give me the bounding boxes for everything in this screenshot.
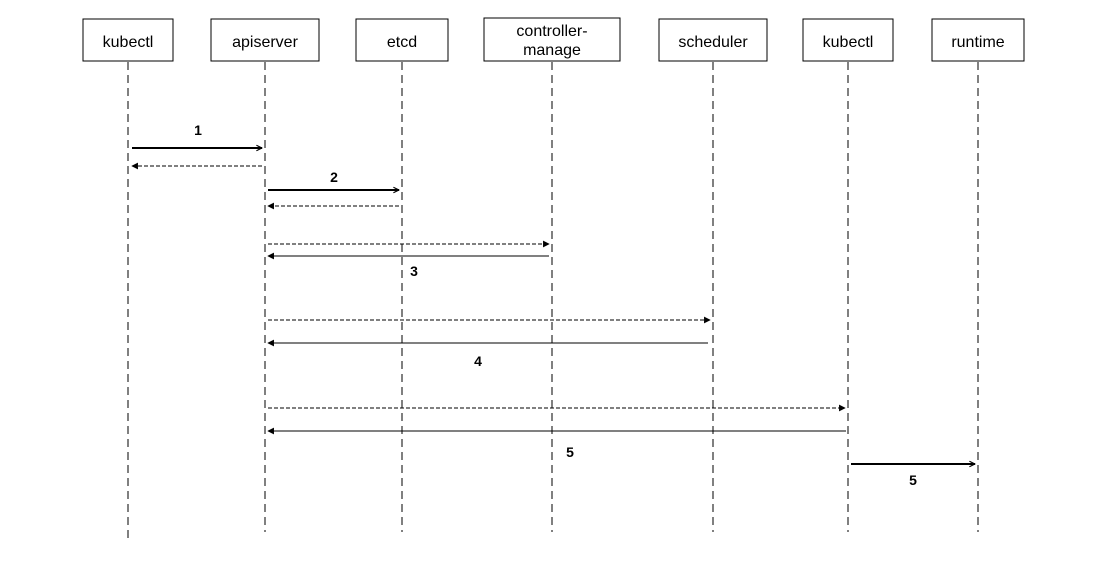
message-1-label: 1 (194, 122, 202, 138)
message-5-label: 5 (566, 444, 574, 460)
message-5-runtime-label: 5 (909, 472, 917, 488)
participant-kubectl-2: kubectl (802, 18, 894, 62)
participant-apiserver: apiserver (210, 18, 320, 62)
participant-label: runtime (951, 34, 1004, 51)
message-4-label: 4 (474, 353, 482, 369)
participant-label: apiserver (232, 34, 298, 51)
participant-label: kubectl (103, 34, 154, 51)
participant-kubectl-1: kubectl (82, 18, 174, 62)
message-2-label: 2 (330, 169, 338, 185)
participant-etcd: etcd (355, 18, 449, 62)
participant-label: scheduler (678, 34, 748, 51)
participant-label: kubectl (823, 34, 874, 51)
participant-controller-manage: controller- manage (483, 17, 621, 62)
participant-label-line1: controller- (516, 23, 587, 40)
message-3-label: 3 (410, 263, 418, 279)
participant-label-line2: manage (523, 42, 581, 59)
participant-scheduler: scheduler (658, 18, 768, 62)
participant-label: etcd (387, 34, 417, 51)
participant-runtime: runtime (931, 18, 1025, 62)
